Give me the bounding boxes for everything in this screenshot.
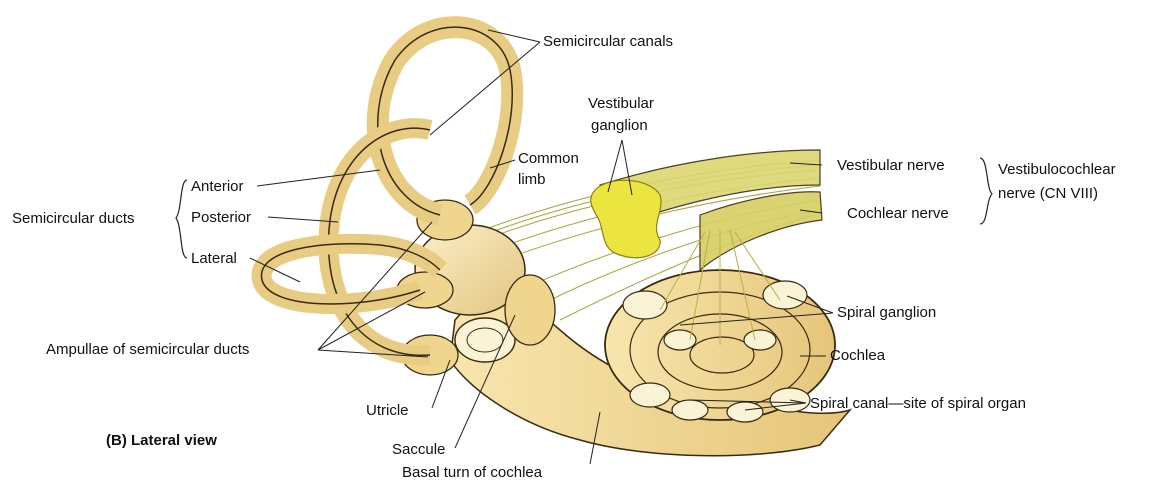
label-cochlea: Cochlea <box>830 347 885 365</box>
semicircular-ducts-brace <box>176 180 187 258</box>
caption: (B) Lateral view <box>106 432 217 450</box>
vestibulocochlear-brace <box>980 158 992 224</box>
label-semicircular-canals: Semicircular canals <box>543 33 673 51</box>
label-posterior: Posterior <box>191 209 251 227</box>
label-anterior: Anterior <box>191 178 244 196</box>
label-vestibular-ganglion-line2: ganglion <box>591 117 648 135</box>
label-cochlear-nerve: Cochlear nerve <box>847 205 949 223</box>
label-vestibular-ganglion-line1: Vestibular <box>588 95 654 113</box>
cochlear-nerve-trunk <box>700 192 822 270</box>
label-spiral-canal: Spiral canal—site of spiral organ <box>810 395 1026 413</box>
saccule <box>455 318 515 362</box>
label-common-limb-line2: limb <box>518 171 546 189</box>
label-saccule: Saccule <box>392 441 445 459</box>
label-spiral-ganglion: Spiral ganglion <box>837 304 936 322</box>
label-vestibulocochlear-line2: nerve (CN VIII) <box>998 185 1098 203</box>
label-ampullae: Ampullae of semicircular ducts <box>46 341 249 359</box>
utricle <box>505 275 555 345</box>
label-lateral: Lateral <box>191 250 237 268</box>
label-vestibular-nerve: Vestibular nerve <box>837 157 945 175</box>
label-utricle: Utricle <box>366 402 409 420</box>
label-common-limb-line1: Common <box>518 150 579 168</box>
vestibular-ganglion <box>591 180 661 257</box>
label-semicircular-ducts: Semicircular ducts <box>12 210 135 228</box>
label-vestibulocochlear-line1: Vestibulocochlear <box>998 161 1116 179</box>
label-basal-turn: Basal turn of cochlea <box>402 464 542 482</box>
